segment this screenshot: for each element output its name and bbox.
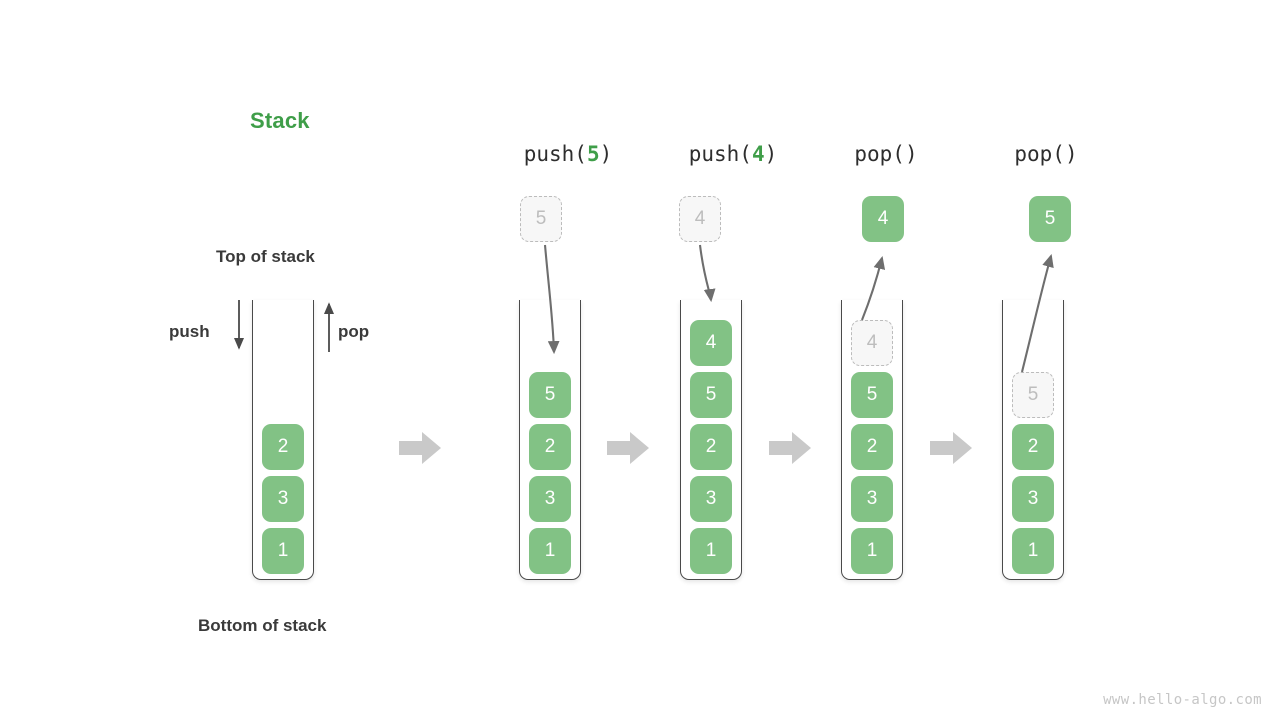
stack-cell: 1	[690, 528, 732, 574]
stack-cell: 2	[1012, 424, 1054, 470]
floating-cell-push-5: 5	[520, 196, 562, 242]
transition-arrow-icon-4	[930, 432, 972, 464]
stage-label-suffix: )	[599, 142, 613, 166]
stack-cell: 1	[1012, 528, 1054, 574]
stage-label-push-5: push(5)	[524, 142, 613, 166]
stack-cell: 1	[529, 528, 571, 574]
stack-cell: 2	[262, 424, 304, 470]
stage-label-suffix: )	[764, 142, 778, 166]
pop-label: pop	[338, 322, 370, 341]
stage-label-arg: 5	[586, 142, 600, 166]
stack-cell: 3	[851, 476, 893, 522]
stack-cell: 4	[690, 320, 732, 366]
motion-arrow-push-4	[698, 244, 716, 303]
stack-cell: 5	[851, 372, 893, 418]
stage-label-suffix: )	[1064, 142, 1078, 166]
bottom-of-stack-label: Bottom of stack	[198, 616, 327, 635]
stack-cell: 3	[690, 476, 732, 522]
stack-cell: 3	[262, 476, 304, 522]
transition-arrow-icon-1	[399, 432, 441, 464]
stage-label-pop-2: pop()	[1014, 142, 1077, 166]
stack-cell: 2	[529, 424, 571, 470]
stage-label-arg: 4	[751, 142, 765, 166]
stack-cell: 3	[529, 476, 571, 522]
push-label: push	[169, 322, 210, 341]
stack-cell: 1	[851, 528, 893, 574]
stack-cell: 2	[690, 424, 732, 470]
stage-label-prefix: push(	[523, 142, 587, 166]
stack-cell-ghost: 4	[851, 320, 893, 366]
stage-label-suffix: )	[904, 142, 918, 166]
transition-arrow-icon-2	[607, 432, 649, 464]
stage-label-push-4: push(4)	[689, 142, 778, 166]
stack-cell: 1	[262, 528, 304, 574]
stack-cell: 2	[851, 424, 893, 470]
stack-cell: 3	[1012, 476, 1054, 522]
stack-cell: 5	[529, 372, 571, 418]
floating-cell-pop-5: 5	[1029, 196, 1071, 242]
top-of-stack-label: Top of stack	[216, 247, 315, 266]
stack-cell: 5	[690, 372, 732, 418]
floating-cell-pop-4: 4	[862, 196, 904, 242]
stage-label-prefix: pop(	[854, 142, 905, 166]
page-title: Stack	[250, 108, 310, 133]
floating-cell-push-4: 4	[679, 196, 721, 242]
stage-label-prefix: pop(	[1014, 142, 1065, 166]
stage-label-prefix: push(	[688, 142, 752, 166]
stage-label-pop-1: pop()	[854, 142, 917, 166]
stack-cell-ghost: 5	[1012, 372, 1054, 418]
watermark: www.hello-algo.com	[1103, 692, 1262, 708]
transition-arrow-icon-3	[769, 432, 811, 464]
